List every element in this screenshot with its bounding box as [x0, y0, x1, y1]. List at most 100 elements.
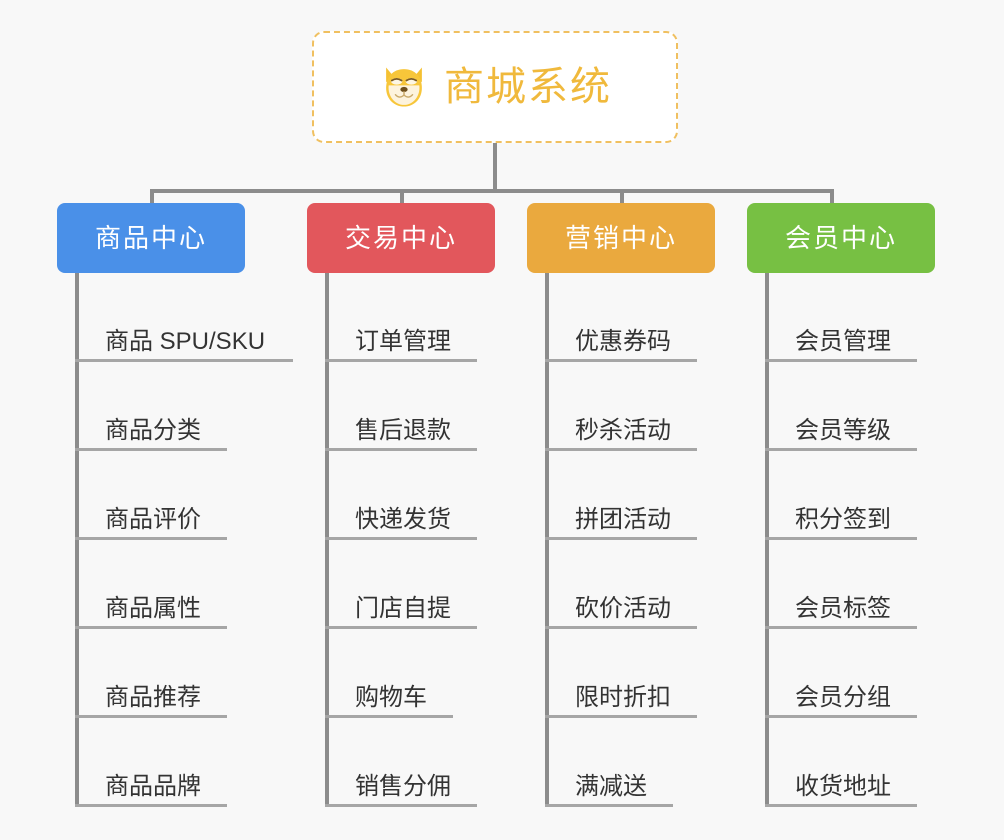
shiba-dog-face-icon	[386, 67, 422, 107]
leaf-label: 商品品牌	[105, 773, 201, 800]
leaf-underline	[765, 448, 917, 451]
leaf-label: 商品 SPU/SKU	[105, 328, 266, 355]
leaf-item[interactable]: 会员等级	[747, 362, 935, 451]
leaf-item[interactable]: 拼团活动	[527, 451, 715, 540]
column-product-center: 商品中心商品 SPU/SKU 商品分类商品评价商品属性商品推荐商品品牌	[57, 203, 293, 807]
leaf-item[interactable]: 秒杀活动	[527, 362, 715, 451]
category-box-trade-center[interactable]: 交易中心	[307, 203, 495, 273]
leaf-item[interactable]: 会员标签	[747, 540, 935, 629]
leaf-label: 商品推荐	[105, 684, 201, 711]
leaf-item[interactable]: 满减送	[527, 718, 715, 807]
category-label-product-center: 商品中心	[94, 223, 207, 253]
leaf-underline	[75, 715, 227, 718]
category-box-member-center[interactable]: 会员中心	[747, 203, 935, 273]
leaf-item[interactable]: 商品分类	[57, 362, 245, 451]
leaf-label: 会员管理	[795, 328, 891, 355]
leaf-underline	[75, 626, 227, 629]
column-spine-product-center	[75, 273, 79, 807]
leaf-label: 会员分组	[795, 684, 891, 711]
leaf-item[interactable]: 砍价活动	[527, 540, 715, 629]
leaf-item[interactable]: 商品评价	[57, 451, 245, 540]
leaf-underline	[75, 359, 293, 362]
leaf-underline	[75, 448, 227, 451]
leaf-label: 商品属性	[105, 595, 201, 622]
connector-drop-4	[830, 189, 834, 205]
connector-horizontal-bus	[150, 189, 834, 193]
leaf-underline	[765, 359, 917, 362]
leaf-item[interactable]: 优惠券码	[527, 273, 715, 362]
leaf-label: 会员等级	[795, 417, 891, 444]
connector-drop-3	[620, 189, 624, 205]
leaf-label: 售后退款	[355, 417, 451, 444]
root-node[interactable]: 商城系统	[312, 31, 678, 143]
root-node-content: 商城系统	[378, 61, 612, 113]
leaf-underline	[765, 804, 917, 807]
leaf-item[interactable]: 限时折扣	[527, 629, 715, 718]
leaf-underline	[325, 626, 477, 629]
category-box-product-center[interactable]: 商品中心	[57, 203, 245, 273]
category-label-trade-center: 交易中心	[344, 223, 457, 253]
connector-drop-1	[150, 189, 154, 205]
leaf-item[interactable]: 门店自提	[307, 540, 495, 629]
column-spine-member-center	[765, 273, 769, 807]
leaf-underline	[545, 804, 673, 807]
leaf-item[interactable]: 售后退款	[307, 362, 495, 451]
leaf-underline	[75, 537, 227, 540]
leaf-item[interactable]: 收货地址	[747, 718, 935, 807]
leaf-underline	[545, 715, 697, 718]
leaf-label: 秒杀活动	[575, 417, 671, 444]
leaf-item[interactable]: 商品品牌	[57, 718, 245, 807]
leaf-item[interactable]: 会员管理	[747, 273, 935, 362]
leaf-label: 商品分类	[105, 417, 201, 444]
leaf-label: 会员标签	[795, 595, 891, 622]
leaf-item[interactable]: 商品推荐	[57, 629, 245, 718]
leaf-underline	[325, 537, 477, 540]
column-spine-marketing-center	[545, 273, 549, 807]
leaf-underline	[765, 715, 917, 718]
category-label-member-center: 会员中心	[784, 223, 897, 253]
leaf-underline	[325, 804, 477, 807]
leaf-label: 商品评价	[105, 506, 201, 533]
leaf-label: 优惠券码	[575, 328, 671, 355]
column-member-center: 会员中心会员管理会员等级积分签到会员标签会员分组收货地址	[747, 203, 935, 807]
leaf-underline	[75, 804, 227, 807]
column-marketing-center: 营销中心优惠券码秒杀活动拼团活动砍价活动限时折扣满减送	[527, 203, 715, 807]
leaf-underline	[325, 359, 477, 362]
leaf-list-member-center: 会员管理会员等级积分签到会员标签会员分组收货地址	[747, 273, 935, 807]
leaf-item[interactable]: 积分签到	[747, 451, 935, 540]
category-box-marketing-center[interactable]: 营销中心	[527, 203, 715, 273]
leaf-label: 积分签到	[795, 506, 891, 533]
leaf-underline	[325, 448, 477, 451]
leaf-item[interactable]: 会员分组	[747, 629, 935, 718]
leaf-label: 门店自提	[355, 595, 451, 622]
leaf-item[interactable]: 商品属性	[57, 540, 245, 629]
category-label-marketing-center: 营销中心	[564, 223, 677, 253]
column-trade-center: 交易中心订单管理售后退款快递发货门店自提购物车销售分佣	[307, 203, 495, 807]
leaf-item[interactable]: 购物车	[307, 629, 495, 718]
connector-drop-2	[400, 189, 404, 205]
leaf-underline	[325, 715, 453, 718]
connector-root-stem	[493, 143, 497, 191]
leaf-underline	[765, 626, 917, 629]
leaf-label: 购物车	[355, 684, 427, 711]
column-spine-trade-center	[325, 273, 329, 807]
leaf-label: 砍价活动	[575, 595, 671, 622]
leaf-list-marketing-center: 优惠券码秒杀活动拼团活动砍价活动限时折扣满减送	[527, 273, 715, 807]
leaf-item[interactable]: 销售分佣	[307, 718, 495, 807]
leaf-underline	[545, 626, 697, 629]
leaf-underline	[545, 537, 697, 540]
leaf-list-trade-center: 订单管理售后退款快递发货门店自提购物车销售分佣	[307, 273, 495, 807]
leaf-underline	[765, 537, 917, 540]
leaf-label: 拼团活动	[575, 506, 671, 533]
leaf-list-product-center: 商品 SPU/SKU 商品分类商品评价商品属性商品推荐商品品牌	[57, 273, 293, 807]
leaf-underline	[545, 359, 697, 362]
leaf-label: 满减送	[575, 773, 647, 800]
leaf-item[interactable]: 订单管理	[307, 273, 495, 362]
leaf-label: 收货地址	[795, 773, 891, 800]
leaf-item[interactable]: 快递发货	[307, 451, 495, 540]
leaf-item[interactable]: 商品 SPU/SKU	[57, 273, 293, 362]
leaf-underline	[545, 448, 697, 451]
leaf-label: 快递发货	[355, 506, 451, 533]
root-title: 商城系统	[444, 65, 612, 109]
leaf-label: 订单管理	[355, 328, 451, 355]
